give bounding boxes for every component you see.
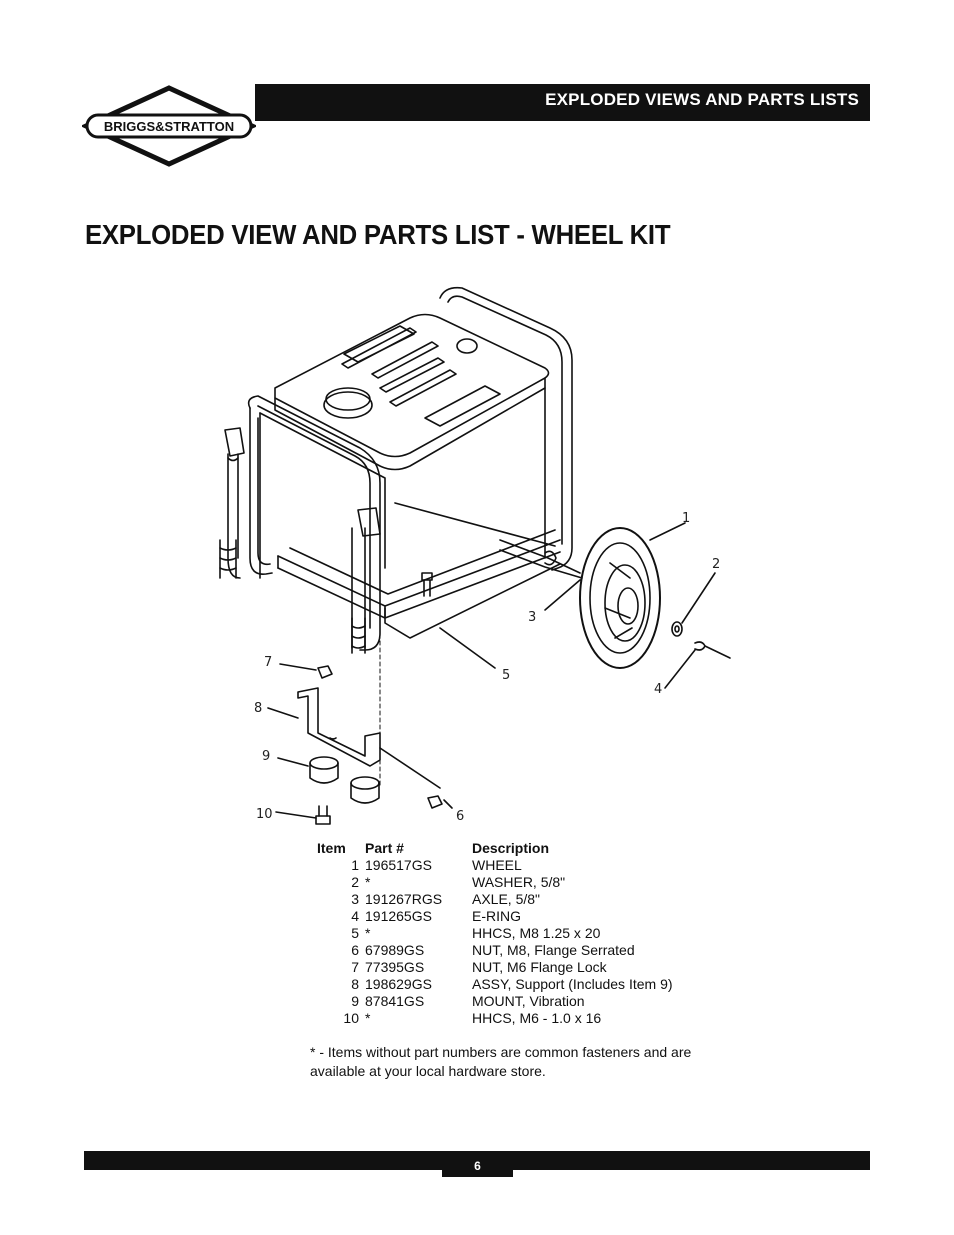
table-row: 5 * HHCS, M8 1.25 x 20 [310,925,722,942]
callout-4: 4 [654,682,662,697]
part-number: 198629GS [365,976,432,992]
parts-list-header-row: Item Part # Description [310,840,722,857]
table-row: 3 191267RGS AXLE, 5/8" [310,891,722,908]
callout-10: 10 [256,807,273,822]
section-title: EXPLODED VIEWS AND PARTS LISTS [545,90,859,109]
part-description: NUT, M6 Flange Lock [472,959,607,975]
briggs-stratton-logo: BRIGGS&STRATTON [82,85,256,167]
callout-6: 6 [456,809,464,824]
table-row: 9 87841GS MOUNT, Vibration [310,993,722,1010]
footnote: * - Items without part numbers are commo… [310,1044,692,1079]
callout-5: 5 [502,668,510,683]
callout-9: 9 [262,749,270,764]
table-row: 8 198629GS ASSY, Support (Includes Item … [310,976,722,993]
part-description: MOUNT, Vibration [472,993,585,1009]
item-number: 7 [351,959,359,975]
part-description: ASSY, Support (Includes Item 9) [472,976,673,992]
parts-list-table: Item Part # Description 1 196517GS WHEEL… [310,840,722,1027]
part-number: * [365,1010,371,1026]
callout-7: 7 [264,655,272,670]
exploded-view-diagram: 1 2 3 4 5 6 7 8 9 10 [219,286,731,825]
part-description: NUT, M8, Flange Serrated [472,942,635,958]
table-row: 6 67989GS NUT, M8, Flange Serrated [310,942,722,959]
part-description: HHCS, M6 - 1.0 x 16 [472,1010,602,1026]
logo-text: BRIGGS&STRATTON [104,119,234,134]
item-number: 1 [351,857,359,873]
header-item: Item [317,840,346,856]
part-number: 67989GS [365,942,425,958]
item-number: 6 [351,942,359,958]
item-number: 5 [351,925,359,941]
item-number: 10 [343,1010,359,1026]
callout-1: 1 [682,511,690,526]
table-row: 7 77395GS NUT, M6 Flange Lock [310,959,722,976]
part-description: E-RING [472,908,521,924]
part-description: HHCS, M8 1.25 x 20 [472,925,601,941]
part-description: WASHER, 5/8" [472,874,566,890]
item-number: 2 [351,874,359,890]
part-number: * [365,874,371,890]
table-row: 1 196517GS WHEEL [310,857,722,874]
part-number: 87841GS [365,993,425,1009]
header-bar: EXPLODED VIEWS AND PARTS LISTS [255,84,870,121]
item-number: 8 [351,976,359,992]
page-title: EXPLODED VIEW AND PARTS LIST - WHEEL KIT [85,219,671,250]
callout-3: 3 [528,610,536,625]
header-part-number: Part # [365,840,404,856]
part-description: AXLE, 5/8" [472,891,541,907]
table-row: 10 * HHCS, M6 - 1.0 x 16 [310,1010,722,1027]
table-row: 4 191265GS E-RING [310,908,722,925]
page-number: 6 [442,1151,513,1177]
part-number: 196517GS [365,857,432,873]
part-number: 191267RGS [365,891,443,907]
header-description: Description [472,840,550,856]
part-number: 191265GS [365,908,432,924]
callout-2: 2 [712,557,720,572]
table-row: 2 * WASHER, 5/8" [310,874,722,891]
part-number: 77395GS [365,959,425,975]
item-number: 4 [351,908,359,924]
item-number: 3 [351,891,359,907]
part-number: * [365,925,371,941]
item-number: 9 [351,993,359,1009]
callout-8: 8 [254,701,262,716]
part-description: WHEEL [472,857,522,873]
